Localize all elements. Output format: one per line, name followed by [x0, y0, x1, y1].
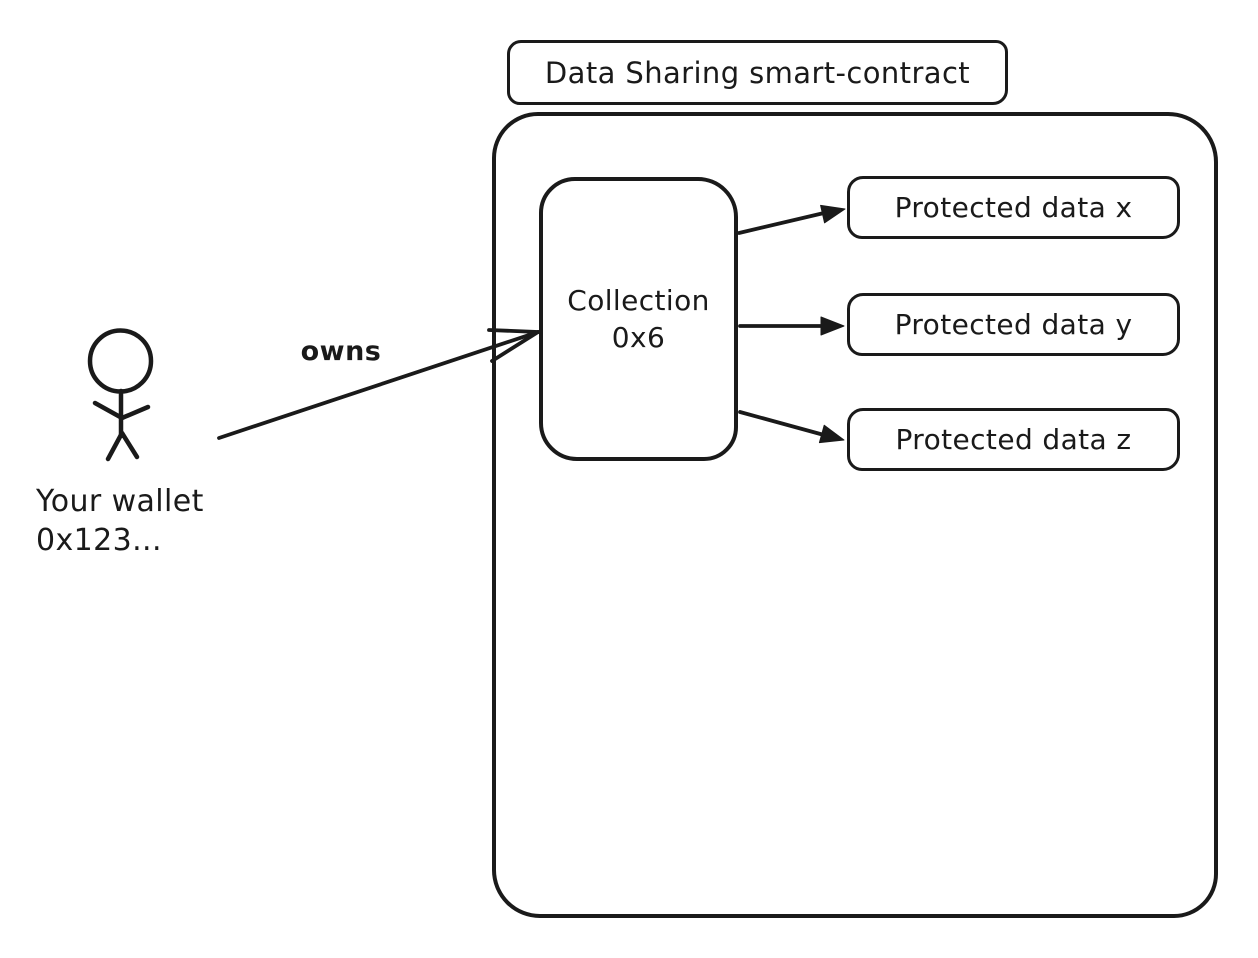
smart-contract-title-box: Data Sharing smart-contract — [507, 40, 1008, 105]
protected-data-y-node: Protected data y — [847, 293, 1180, 356]
protected-data-z-label: Protected data z — [895, 423, 1132, 456]
stick-figure-icon — [87, 328, 154, 462]
protected-data-x-label: Protected data x — [894, 191, 1133, 224]
wallet-caption-name: Your wallet — [36, 484, 204, 519]
smart-contract-title: Data Sharing smart-contract — [544, 55, 971, 90]
protected-data-y-label: Protected data y — [894, 308, 1133, 341]
collection-node: Collection 0x6 — [539, 177, 738, 461]
collection-address: 0x6 — [611, 321, 666, 354]
owns-edge-label: owns — [300, 336, 382, 367]
protected-data-z-node: Protected data z — [847, 408, 1180, 471]
wallet-caption-address: 0x123... — [36, 523, 162, 558]
collection-label: Collection — [567, 284, 710, 317]
wallet-caption: Your wallet 0x123... — [36, 482, 204, 560]
protected-data-x-node: Protected data x — [847, 176, 1180, 239]
